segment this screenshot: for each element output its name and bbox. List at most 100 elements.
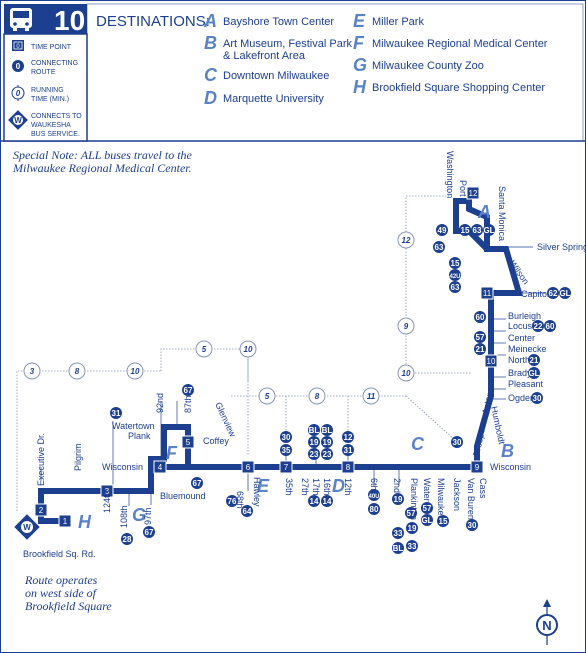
connection-port-63: 63 bbox=[471, 224, 483, 236]
svg-text:ROUTE: ROUTE bbox=[31, 69, 56, 76]
street-124th: 124th bbox=[102, 490, 112, 513]
svg-text:19: 19 bbox=[394, 495, 403, 504]
svg-text:67: 67 bbox=[193, 479, 202, 488]
connection-6th-80: 80 bbox=[368, 503, 380, 515]
svg-text:4: 4 bbox=[158, 463, 163, 472]
connection-plankinton-57: 57 bbox=[405, 507, 417, 519]
svg-text:57: 57 bbox=[476, 333, 485, 342]
svg-text:63: 63 bbox=[435, 243, 444, 252]
svg-text:31: 31 bbox=[112, 409, 121, 418]
street-brady: Brady bbox=[508, 368, 532, 378]
svg-text:9: 9 bbox=[475, 463, 480, 472]
map-letter-f: F bbox=[166, 443, 178, 463]
street-16th: 16th bbox=[322, 478, 332, 496]
street-watertown-plank-2: Plank bbox=[128, 431, 151, 441]
destinations-title: DESTINATIONS: bbox=[96, 13, 210, 30]
street-wisconsin-east: Wisconsin bbox=[490, 462, 531, 472]
svg-text:E: E bbox=[353, 11, 366, 31]
street-milwaukee: Milwaukee bbox=[436, 478, 446, 521]
street-port: Port bbox=[458, 180, 468, 197]
street-silver-spring: Silver Spring bbox=[537, 242, 585, 252]
street-35th: 35th bbox=[284, 478, 294, 496]
dest-brookfield-square: Brookfield Square Shopping Center bbox=[372, 82, 545, 94]
svg-text:N: N bbox=[542, 618, 551, 633]
svg-text:15: 15 bbox=[451, 259, 460, 268]
running-time-11: 11 bbox=[362, 387, 380, 405]
connection-port-15: 15 bbox=[459, 224, 471, 236]
street-center: Center bbox=[508, 333, 535, 343]
connection-16th-14: 14 bbox=[321, 495, 333, 507]
connection-port-49: 49 bbox=[436, 224, 448, 236]
destinations: DESTINATIONS: A Bayshore Town Center B A… bbox=[86, 3, 584, 142]
connection-milwaukee-15: 15 bbox=[437, 515, 449, 527]
svg-text:30: 30 bbox=[468, 521, 477, 530]
connection-67-87th: 67 bbox=[182, 384, 194, 396]
svg-text:42U: 42U bbox=[449, 274, 460, 280]
north-arrow-icon: N bbox=[536, 599, 558, 645]
connection-capitol-62: 62 bbox=[547, 287, 559, 299]
street-executive-dr: Executive Dr. bbox=[36, 433, 46, 486]
svg-text:F: F bbox=[353, 33, 365, 53]
connection-17th-19: 19 bbox=[308, 436, 320, 448]
connection-67-97th: 67 bbox=[143, 526, 155, 538]
connection-16th-23: 23 bbox=[321, 448, 333, 460]
connection-12th-31: 31 bbox=[342, 444, 354, 456]
dest-marquette: Marquette University bbox=[223, 93, 324, 105]
svg-text:8: 8 bbox=[315, 392, 320, 401]
connection-16th-bl: BL bbox=[321, 424, 333, 436]
svg-text:67: 67 bbox=[184, 386, 193, 395]
svg-text:64: 64 bbox=[243, 507, 252, 516]
street-97th: 97th bbox=[143, 507, 153, 525]
connecting-routes: 31 67 67 76 64 28 67 30 35 BL 19 23 14 B… bbox=[110, 224, 571, 554]
connection-17th-14: 14 bbox=[308, 495, 320, 507]
running-time-10-north: 10 bbox=[239, 340, 257, 358]
svg-text:15: 15 bbox=[461, 226, 470, 235]
street-17th: 17th bbox=[311, 478, 321, 496]
connection-locust-22: 22 bbox=[532, 320, 544, 332]
dest-medical-center: Milwaukee Regional Medical Center bbox=[372, 38, 548, 50]
svg-text:0: 0 bbox=[16, 89, 21, 98]
svg-text:A: A bbox=[203, 11, 217, 31]
waukesha-connection-icon: W bbox=[14, 514, 40, 540]
svg-text:22: 22 bbox=[534, 322, 543, 331]
svg-text:28: 28 bbox=[123, 535, 132, 544]
svg-text:5: 5 bbox=[202, 345, 207, 354]
street-27th: 27th bbox=[300, 478, 310, 496]
svg-text:76: 76 bbox=[228, 497, 237, 506]
svg-text:TIME (MIN.): TIME (MIN.) bbox=[31, 96, 69, 103]
svg-text:BUS SERVICE.: BUS SERVICE. bbox=[31, 131, 80, 138]
time-point-3: 3 bbox=[100, 484, 114, 498]
street-labels: Brookfield Sq. Rd. Executive Dr. Pilgrim… bbox=[23, 151, 585, 559]
map-letter-b: B bbox=[501, 441, 514, 461]
svg-text:0: 0 bbox=[16, 62, 21, 71]
svg-text:60: 60 bbox=[476, 313, 485, 322]
time-point-2: 2 bbox=[34, 503, 48, 517]
connection-port-42u: 42U bbox=[449, 269, 461, 281]
route-header: 10 bbox=[4, 4, 87, 36]
connection-port-gl: GL bbox=[483, 224, 495, 236]
bus-icon bbox=[10, 8, 32, 31]
time-point-9: 9 bbox=[470, 460, 484, 474]
svg-text:3: 3 bbox=[30, 367, 35, 376]
map-letter-d: D bbox=[332, 476, 345, 496]
svg-text:3: 3 bbox=[105, 487, 110, 496]
svg-text:GL: GL bbox=[421, 516, 432, 525]
running-time-12: 12 bbox=[397, 231, 415, 249]
running-time-9: 9 bbox=[397, 317, 415, 335]
svg-text:BL: BL bbox=[309, 426, 320, 435]
street-108th: 108th bbox=[119, 505, 129, 528]
street-north: North bbox=[508, 355, 530, 365]
street-van-buren: Van Buren bbox=[466, 478, 476, 520]
special-note-line-1: Special Note: ALL buses travel to the bbox=[13, 148, 193, 162]
svg-text:14: 14 bbox=[310, 497, 319, 506]
operates-note-line-2: on west side of bbox=[25, 586, 98, 600]
street-plankinton: Plankinton bbox=[409, 478, 419, 520]
connecting-route-badge bbox=[12, 60, 24, 72]
svg-text:67: 67 bbox=[145, 528, 154, 537]
connection-meinecke-21: 21 bbox=[474, 343, 486, 355]
street-jackson: Jackson bbox=[452, 478, 462, 511]
dest-miller-park: Miller Park bbox=[372, 16, 424, 28]
svg-text:BL: BL bbox=[322, 426, 333, 435]
street-locust: Locust bbox=[508, 321, 535, 331]
